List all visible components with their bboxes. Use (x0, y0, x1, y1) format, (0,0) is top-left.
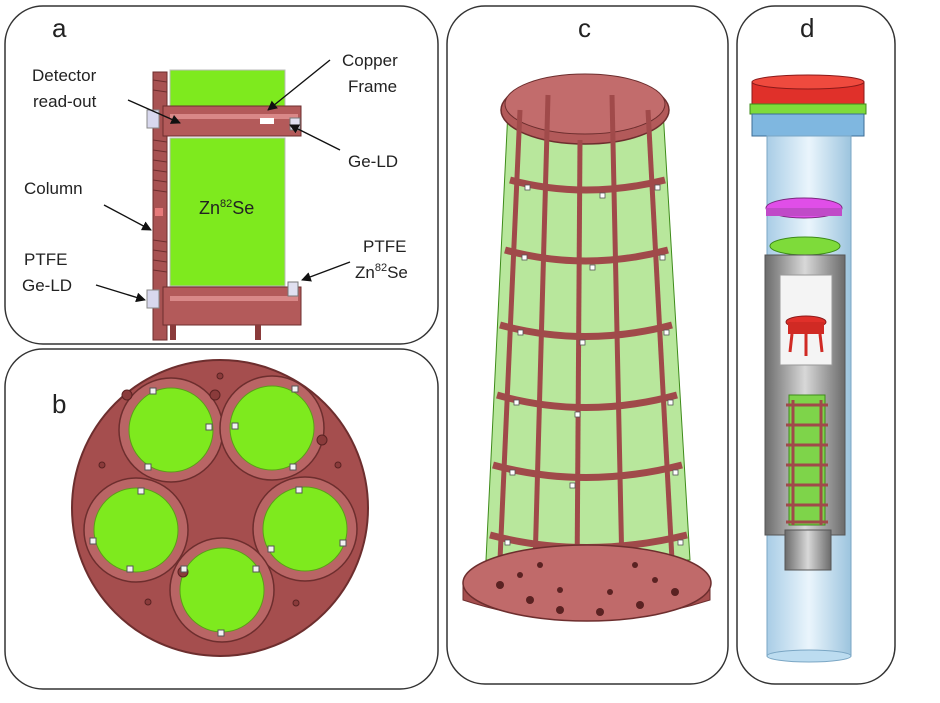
arrow-ge-ld (289, 124, 341, 151)
panel-a: a Zn82Se Copper Frame (4, 5, 439, 345)
ptfe-clip-right-lower (287, 281, 299, 297)
panel-a-arrows (95, 59, 351, 303)
column-rod (152, 71, 168, 341)
copper-frame-upper (162, 105, 302, 137)
column-threads (152, 79, 168, 273)
label-frame: Frame (348, 77, 397, 96)
magenta-plate-side (766, 208, 842, 216)
frame-groove-lower (170, 296, 298, 301)
top-plate-face (504, 73, 666, 135)
frame-groove (170, 114, 298, 119)
lower-shield (784, 529, 832, 571)
panel-d: d (736, 5, 896, 685)
copper-frame-lower (162, 286, 302, 326)
bottom-plate-bolts (496, 562, 679, 616)
holder-bottom (169, 537, 275, 643)
red-cap-top (751, 74, 865, 90)
bottom-pin-1 (170, 325, 176, 340)
mini-tower (788, 394, 826, 526)
crystal-main (169, 137, 286, 287)
ptfe-clip-lower (146, 289, 160, 309)
label-ptfe-ge-ld: Ge-LD (22, 276, 72, 295)
label-ge-ld: Ge-LD (348, 152, 398, 171)
green-disk (769, 236, 841, 256)
red-connector-legs (788, 333, 824, 356)
ptfe-clip-upper (146, 109, 160, 129)
holder-top-right (219, 375, 325, 481)
tower-ptfe-tabs (504, 184, 684, 558)
holder-mid-right (252, 476, 358, 582)
red-connector-body (788, 322, 824, 334)
crystal-upper (169, 69, 286, 107)
panel-c: c (446, 5, 729, 685)
label-detector: Detector (32, 66, 97, 85)
label-column: Column (24, 179, 83, 198)
bottom-plate (462, 544, 712, 622)
panel-d-letter: d (800, 13, 814, 43)
cryostat-bottom (766, 649, 852, 663)
label-ptfe-left: PTFE (24, 250, 67, 269)
label-copper: Copper (342, 51, 398, 70)
panel-b: b (4, 348, 439, 690)
panel-c-letter: c (578, 13, 591, 43)
holder-mid-left (83, 477, 189, 583)
panel-b-letter: b (52, 389, 66, 419)
panel-a-letter: a (52, 13, 67, 43)
arrow-copper-frame (267, 59, 331, 111)
blue-flange (751, 113, 865, 137)
arrow-column (103, 204, 152, 231)
ptfe-tabs (89, 385, 347, 637)
crystal-mid-right (262, 486, 348, 572)
mini-tower-frames (786, 400, 828, 525)
label-ptfe-right: PTFE (363, 237, 406, 256)
crystal-top-left (128, 387, 214, 473)
label-ptfe-zn-se: Zn82Se (355, 262, 408, 282)
arrow-detector-readout (127, 99, 181, 124)
green-ring (749, 103, 867, 115)
crystal-label: Zn82Se (199, 198, 254, 218)
crystal-top-right (229, 385, 315, 471)
crystal-bottom (179, 547, 265, 633)
arrow-ptfe-zn-se (301, 261, 351, 282)
bottom-pin-2 (255, 325, 261, 340)
arrow-ptfe-ge-ld (95, 284, 146, 303)
crystal-mid-left (93, 487, 179, 573)
column-marker (155, 208, 163, 216)
label-readout: read-out (33, 92, 97, 111)
ptfe-notch (260, 118, 274, 124)
